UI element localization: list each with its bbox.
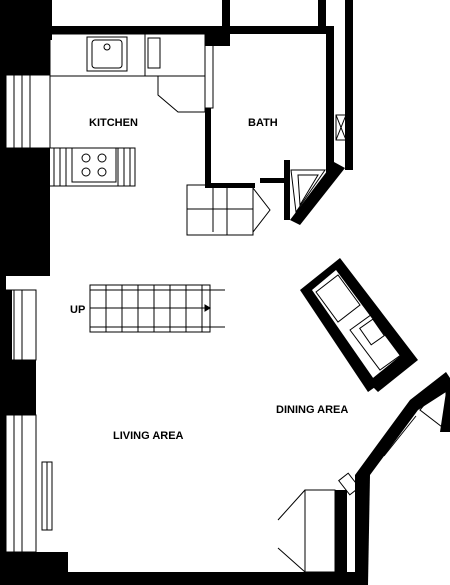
staircase [89,284,225,333]
upper-wall [0,0,353,176]
washer-dryer [315,274,406,371]
kitchen-counter-top [49,33,214,113]
window-left [5,74,53,553]
room-label-bath: BATH [248,117,278,129]
stove-counter [29,147,136,187]
room-label-kitchen: KITCHEN [89,117,138,129]
bath-closets [186,184,271,236]
right-wall-details [338,376,447,496]
laundry-closet-wall [300,258,418,392]
bath-fixtures [290,114,347,214]
entry-door [277,489,336,573]
stairs-label-up: UP [70,304,86,316]
room-label-living-area: LIVING AREA [113,430,184,442]
room-label-dining-area: DINING AREA [276,404,349,416]
